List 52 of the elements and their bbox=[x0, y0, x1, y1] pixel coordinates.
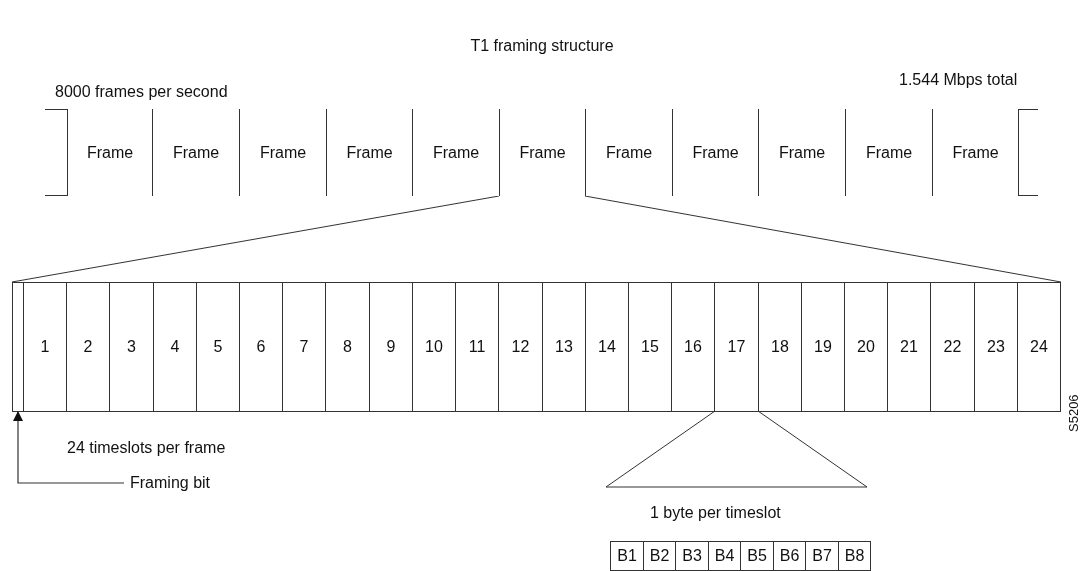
framing-bit-cell bbox=[12, 282, 24, 412]
frame-cell: Frame bbox=[412, 109, 500, 196]
timeslot-cell: 3 bbox=[109, 282, 154, 412]
frame-cell: Frame bbox=[152, 109, 240, 196]
bit-cell: B1 bbox=[610, 541, 644, 571]
timeslot-cell: 1 bbox=[23, 282, 67, 412]
bit-cell: B5 bbox=[740, 541, 774, 571]
timeslot-cell: 21 bbox=[887, 282, 931, 412]
frame-cell: Frame bbox=[845, 109, 933, 196]
frame-cell: Frame bbox=[326, 109, 413, 196]
timeslot-cell: 16 bbox=[671, 282, 715, 412]
title: T1 framing structure bbox=[469, 37, 615, 55]
timeslot-cell: 5 bbox=[196, 282, 240, 412]
timeslot-cell: 6 bbox=[239, 282, 283, 412]
frame-cell: Frame bbox=[932, 109, 1019, 196]
frame-cell: Frame bbox=[67, 109, 153, 196]
frame-cell: Frame bbox=[672, 109, 759, 196]
annotation: 24 timeslots per frame bbox=[67, 438, 226, 458]
timeslot-cell: 8 bbox=[325, 282, 370, 412]
timeslot-cell: 20 bbox=[844, 282, 888, 412]
timeslot-cell: 22 bbox=[930, 282, 975, 412]
timeslot-cell: 13 bbox=[542, 282, 586, 412]
bit-cell: B8 bbox=[838, 541, 871, 571]
bit-cell: B2 bbox=[643, 541, 676, 571]
timeslot-cell: 11 bbox=[455, 282, 499, 412]
frame-cell: Frame bbox=[758, 109, 846, 196]
figure-number: S5206 bbox=[1066, 394, 1081, 432]
timeslot-cell: 2 bbox=[66, 282, 110, 412]
timeslot-cell: 14 bbox=[585, 282, 629, 412]
timeslot-cell: 19 bbox=[801, 282, 845, 412]
bit-cell: B6 bbox=[773, 541, 806, 571]
timeslot-cell: 23 bbox=[974, 282, 1018, 412]
arrow bbox=[13, 411, 125, 484]
annotation: 1 byte per timeslot bbox=[650, 503, 781, 523]
timeslot-cell: 12 bbox=[498, 282, 543, 412]
timeslot-cell: 7 bbox=[282, 282, 326, 412]
callout-text: Framing bit bbox=[130, 473, 211, 493]
bit-cell: B3 bbox=[675, 541, 709, 571]
annotation: 8000 frames per second bbox=[55, 82, 228, 102]
bit-cell: B4 bbox=[708, 541, 741, 571]
timeslot-cell: 4 bbox=[153, 282, 197, 412]
timeslot-cell: 24 bbox=[1017, 282, 1061, 412]
timeslot-cell: 15 bbox=[628, 282, 672, 412]
timeslot-cell: 10 bbox=[412, 282, 456, 412]
timeslot-cell: 17 bbox=[714, 282, 759, 412]
timeslot-cell: 18 bbox=[758, 282, 802, 412]
annotation: 1.544 Mbps total bbox=[899, 70, 1018, 90]
frame-cell: Frame bbox=[499, 109, 586, 196]
frame-cell: Frame bbox=[239, 109, 327, 196]
timeslot-cell: 9 bbox=[369, 282, 413, 412]
bit-cell: B7 bbox=[805, 541, 839, 571]
frame-cell: Frame bbox=[585, 109, 673, 196]
